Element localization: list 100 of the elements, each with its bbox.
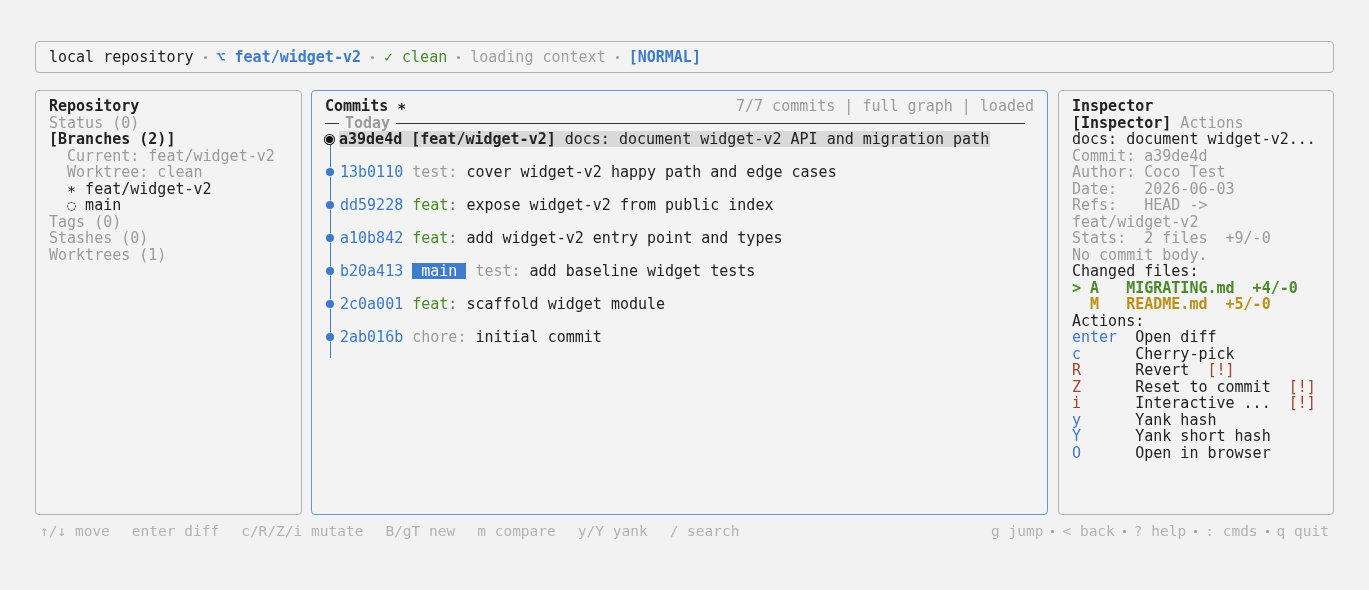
list-item: Stashes (0) [49, 230, 149, 247]
date-divider-label: Today [345, 115, 391, 132]
detail-text: Date: 2026-06-03 [1072, 180, 1235, 197]
commit-type: test: [412, 163, 458, 181]
list-item: Worktrees (1) [49, 246, 167, 263]
status-text: ✓ clean [384, 48, 448, 66]
detail-text: Stats: 2 files +9/-0 [1072, 230, 1271, 247]
list-item: Status (0) [49, 114, 140, 131]
selected-commit-dot [326, 135, 333, 143]
panel-title: Inspector [1072, 98, 1154, 115]
detail-text: Open in browser [1135, 444, 1271, 461]
list-item: Current: feat/widget-v2 [67, 147, 275, 164]
warning-mark: [!] [1288, 395, 1316, 412]
commit-type: chore: [412, 328, 467, 346]
list-item: ◌ main [67, 197, 122, 214]
commit-type: feat: [412, 295, 458, 313]
commit-hash: a10b842 [340, 229, 404, 247]
graph-line [330, 209, 331, 234]
list-item: Worktree: clean [67, 164, 203, 181]
key-hint: Y [1072, 428, 1082, 445]
panel-title: Commits ∗ [325, 98, 407, 115]
key-hint: Z [1072, 378, 1082, 395]
commit-text: expose widget-v2 from public index [466, 196, 774, 214]
graph-line [330, 242, 331, 267]
detail-text: Yank short hash [1135, 428, 1271, 445]
detail-text: Commit: a39de4d [1072, 147, 1208, 164]
key-hint: < back [1062, 523, 1115, 539]
commit-dot [326, 333, 334, 341]
graph-line [330, 143, 331, 168]
commit-text: cover widget-v2 happy path and edge cases [466, 163, 837, 181]
detail-text: Actions: [1072, 312, 1145, 329]
detail-text: Open diff [1135, 329, 1217, 346]
warning-mark: [!] [1207, 362, 1235, 379]
commit-type: test: [475, 262, 521, 280]
detail-text: Author: Coco Test [1072, 164, 1226, 181]
commit-dot [326, 267, 334, 275]
commit-dot [326, 300, 334, 308]
key-hint: c [1072, 345, 1082, 362]
commit-text: [feat/widget-v2] [411, 130, 556, 148]
graph-line [330, 275, 331, 300]
detail-text: Interactive ... [1135, 395, 1271, 412]
detail-text: > A MIGRATING.md +4/-0 [1072, 279, 1298, 296]
key-hint: R [1072, 362, 1082, 379]
detail-text: Cherry-pick [1135, 345, 1235, 362]
list-item: ∗ feat/widget-v2 [67, 180, 212, 197]
commit-hash: dd59228 [340, 196, 404, 214]
commit-text: docs: [564, 130, 610, 148]
panel-title: Repository [49, 98, 140, 115]
list-item: Tags (0) [49, 213, 122, 230]
commit-text: document widget-v2 API and migration path [618, 130, 990, 148]
graph-line [330, 176, 331, 201]
commit-text: scaffold widget module [466, 295, 666, 313]
key-hint: O [1072, 444, 1082, 461]
detail-text: Changed files: [1072, 263, 1199, 280]
commit-hash: 2c0a001 [340, 295, 404, 313]
key-hint: B/gT new [385, 523, 456, 539]
detail-text: Actions [1180, 114, 1244, 131]
commit-text: initial commit [475, 328, 602, 346]
repository-panel [35, 90, 302, 515]
key-hint: / search [669, 523, 740, 539]
status-bar [35, 41, 1334, 73]
status-text: [NORMAL] [628, 48, 701, 66]
graph-line [330, 308, 331, 333]
inspector-panel [1058, 90, 1334, 515]
detail-text: Reset to commit [1135, 378, 1271, 395]
branch-tag: main [412, 262, 467, 280]
key-hint: enter [1072, 329, 1118, 346]
commit-hash: b20a413 [340, 262, 404, 280]
key-hint: : cmds [1205, 523, 1258, 539]
detail-text: M README.md +5/-0 [1090, 296, 1271, 313]
commit-dot [326, 168, 334, 176]
commit-hash: 13b0110 [340, 163, 404, 181]
detail-text: docs: document widget-v2... [1072, 131, 1316, 148]
key-hint: enter diff [131, 523, 220, 539]
commits-panel [311, 90, 1048, 515]
key-hint: ↑/↓ move [40, 523, 110, 539]
commit-text: add baseline widget tests [529, 262, 756, 280]
key-hint: y [1072, 411, 1082, 428]
commit-count: 7/7 commits | full graph | loaded [736, 98, 1034, 115]
commit-hash: 2ab016b [340, 328, 404, 346]
commit-dot [326, 201, 334, 209]
key-hint: i [1072, 395, 1082, 412]
status-text: loading context [470, 48, 606, 66]
commit-dot [326, 234, 334, 242]
status-text: ⌥ feat/widget-v2 [216, 48, 361, 66]
commit-type: feat: [412, 229, 458, 247]
key-hint: g jump [991, 523, 1044, 539]
detail-text: No commit body. [1072, 246, 1208, 263]
commit-hash: a39de4d [339, 130, 403, 148]
commit-type: feat: [412, 196, 458, 214]
status-text: local repository [49, 48, 194, 66]
detail-text: Revert [1135, 362, 1190, 379]
key-hint: y/Y yank [577, 523, 648, 539]
detail-text: [Inspector] [1072, 114, 1172, 131]
list-item: [Branches (2)] [49, 131, 176, 148]
commit-text: add widget-v2 entry point and types [466, 229, 783, 247]
key-hint: m compare [477, 523, 556, 539]
graph-line [330, 341, 331, 359]
detail-text: Yank hash [1135, 411, 1217, 428]
detail-text: Refs: HEAD -> feat/widget-v2 [1072, 197, 1209, 230]
